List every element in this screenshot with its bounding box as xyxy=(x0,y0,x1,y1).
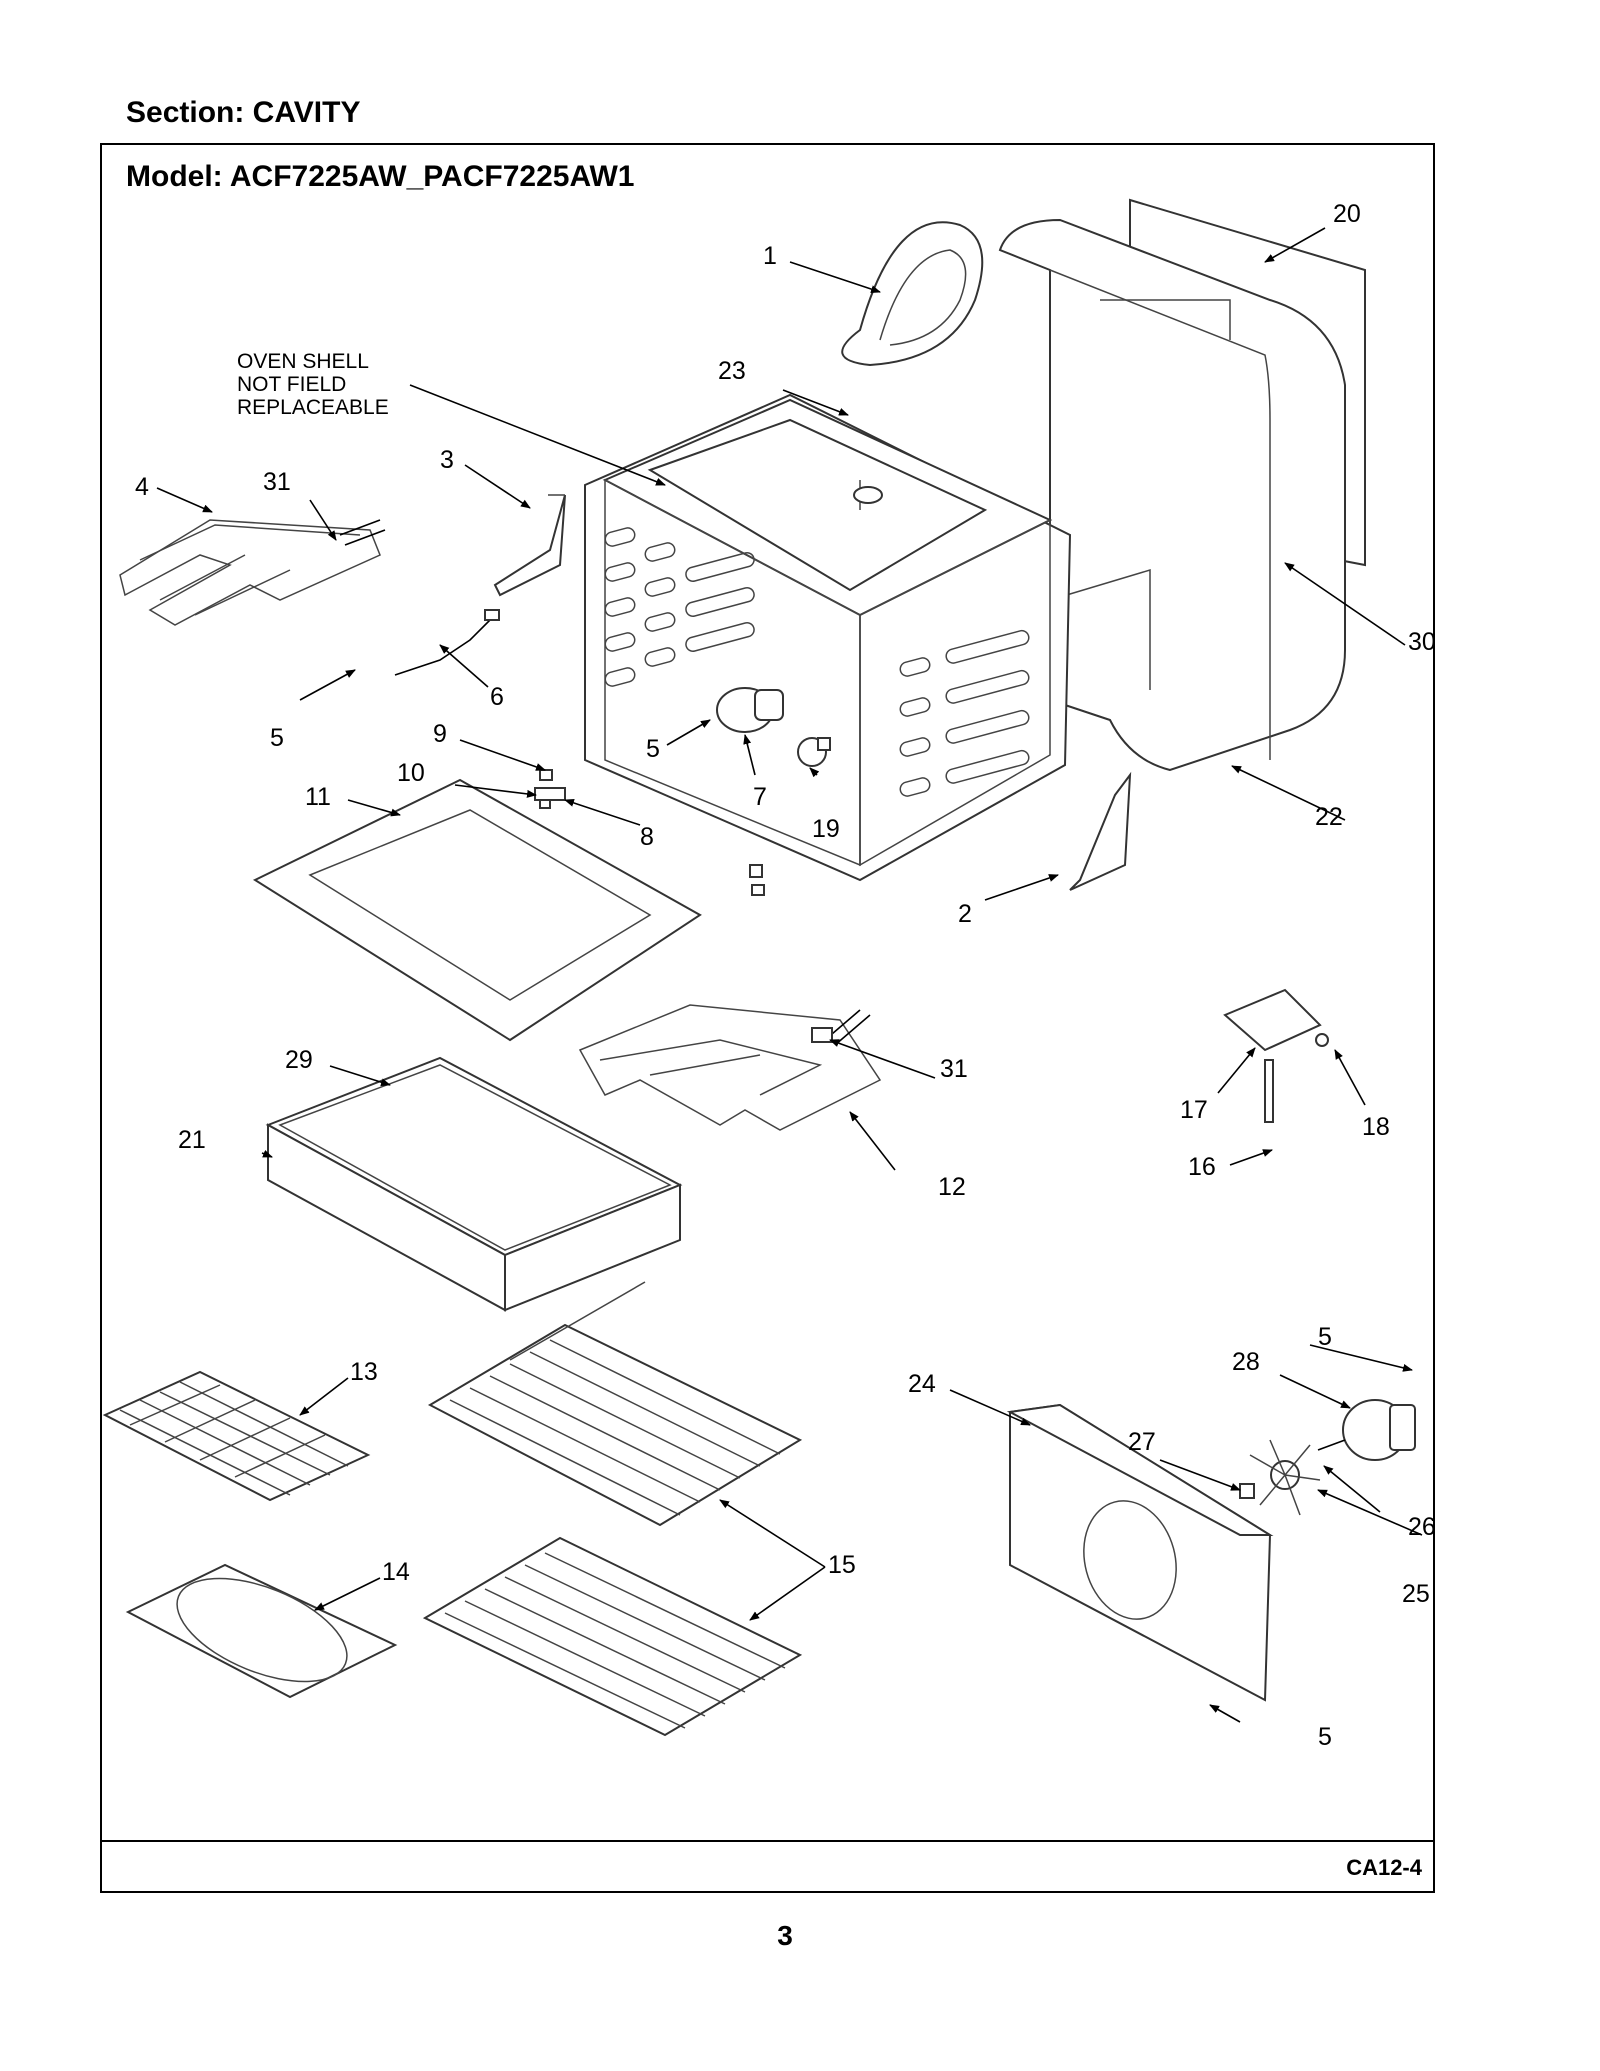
document-code: CA12-4 xyxy=(1346,1855,1422,1880)
broiler-pan xyxy=(125,1563,398,1699)
callout-11: 11 xyxy=(305,783,331,811)
callout-30: 30 xyxy=(1408,628,1436,656)
callout-31a: 31 xyxy=(263,468,291,496)
callout-24: 24 xyxy=(908,1370,936,1398)
callout-2: 2 xyxy=(958,900,972,928)
diagram-frame xyxy=(100,143,1435,1893)
callout-1: 1 xyxy=(763,242,777,270)
callout-5c: 5 xyxy=(1318,1323,1332,1351)
callout-7: 7 xyxy=(753,783,767,811)
vent-duct xyxy=(841,221,984,367)
shell-vent-slots xyxy=(604,527,1030,797)
callout-3: 3 xyxy=(440,446,454,474)
callout-12: 12 xyxy=(938,1173,966,1201)
convection-fan-blade xyxy=(1249,1439,1321,1516)
callout-13: 13 xyxy=(350,1358,378,1386)
oven-light xyxy=(797,737,831,767)
note-line-1: OVEN SHELL xyxy=(237,350,369,373)
callout-25: 25 xyxy=(1402,1580,1430,1608)
callout-15: 15 xyxy=(828,1551,856,1579)
convection-cover-plate xyxy=(1006,1403,1274,1702)
bracket-3 xyxy=(493,494,566,597)
oven-bottom xyxy=(265,1056,683,1312)
callout-22: 22 xyxy=(1315,803,1343,831)
callout-21: 21 xyxy=(178,1126,206,1154)
callout-16: 16 xyxy=(1188,1153,1216,1181)
callout-23: 23 xyxy=(718,357,746,385)
callout-5a: 5 xyxy=(270,724,284,752)
section-title: Section: CAVITY xyxy=(126,96,361,129)
callout-14: 14 xyxy=(382,1558,410,1586)
oven-shell xyxy=(584,393,1072,882)
oven-rack-upper xyxy=(427,1281,803,1527)
callout-29: 29 xyxy=(285,1046,313,1074)
callout-26: 26 xyxy=(1408,1513,1436,1541)
note-line-3: REPLACEABLE xyxy=(237,396,389,419)
callout-5b: 5 xyxy=(646,735,660,763)
callout-6: 6 xyxy=(490,683,504,711)
callout-17: 17 xyxy=(1180,1096,1208,1124)
terminal-block xyxy=(1223,988,1329,1123)
callout-10: 10 xyxy=(397,759,425,787)
model-title: Model: ACF7225AW_PACF7225AW1 xyxy=(126,160,635,193)
callout-9: 9 xyxy=(433,720,447,748)
callout-leaders xyxy=(156,227,1423,1723)
broiler-pan-insert xyxy=(102,1370,371,1502)
convection-motor xyxy=(716,687,784,733)
callout-5d: 5 xyxy=(1318,1723,1332,1751)
page-number: 3 xyxy=(777,1920,793,1951)
note-line-2: NOT FIELD xyxy=(237,373,346,396)
latch-parts xyxy=(534,769,765,896)
broil-element xyxy=(119,519,386,626)
insulation-blanket xyxy=(998,198,1366,772)
callout-31b: 31 xyxy=(940,1055,968,1083)
callout-18: 18 xyxy=(1362,1113,1390,1141)
bracket-2 xyxy=(1069,771,1132,891)
callout-20: 20 xyxy=(1333,200,1361,228)
oven-rack-lower xyxy=(422,1536,803,1737)
callout-4: 4 xyxy=(135,473,149,501)
fan-nut xyxy=(1239,1483,1255,1499)
callout-8: 8 xyxy=(640,823,654,851)
callout-28: 28 xyxy=(1232,1348,1260,1376)
callout-19: 19 xyxy=(812,815,840,843)
door-liner xyxy=(252,778,702,1042)
footer-divider xyxy=(100,1840,1435,1842)
callout-27: 27 xyxy=(1128,1428,1156,1456)
bake-element xyxy=(578,1004,882,1131)
convection-fan-motor xyxy=(1317,1399,1416,1461)
wire-harness xyxy=(394,609,500,676)
